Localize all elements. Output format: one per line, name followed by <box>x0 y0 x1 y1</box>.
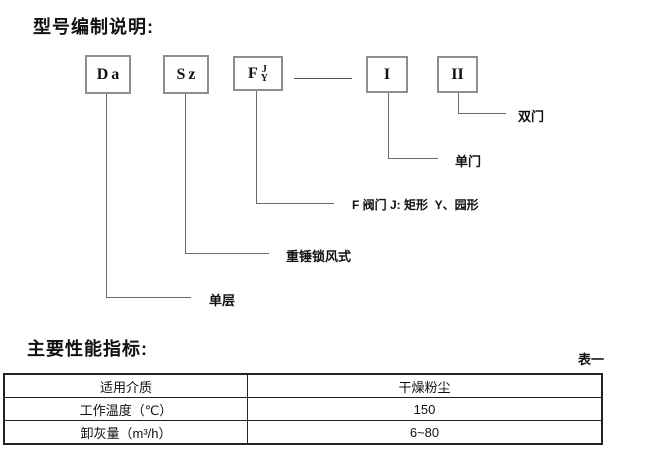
connector-line-f-to-one <box>294 78 352 79</box>
model-code-box-f: F J Y <box>233 56 283 91</box>
performance-table: 适用介质 干燥粉尘 工作温度（℃） 150 卸灰量（m³/h） 6~80 <box>3 373 603 445</box>
model-code-da: Da <box>96 65 123 83</box>
model-code-box-da: Da <box>85 55 131 94</box>
table-number-tag: 表一 <box>578 352 605 367</box>
table-cell-value: 干燥粉尘 <box>247 373 603 398</box>
leader-line-sz <box>185 94 269 254</box>
leader-line-f <box>256 91 334 204</box>
model-code-box-one: I <box>366 56 408 93</box>
leader-line-da <box>106 94 191 298</box>
model-code-two: II <box>451 65 464 83</box>
model-designation-title: 型号编制说明: <box>33 17 154 37</box>
model-code-one: I <box>383 65 391 83</box>
label-valve-shape-note: F 阀门 J: 矩形 Y、园形 <box>352 198 479 212</box>
table-row: 适用介质 干燥粉尘 <box>3 373 603 398</box>
table-cell-value: 6~80 <box>247 420 603 445</box>
model-code-sz: Sz <box>176 65 199 83</box>
label-single-layer: 单层 <box>209 293 236 308</box>
model-code-f-j: J <box>261 63 267 75</box>
table-cell-label: 工作温度（℃） <box>3 397 248 421</box>
table-row: 卸灰量（m³/h） 6~80 <box>3 420 603 445</box>
performance-section-title: 主要性能指标: <box>27 339 148 359</box>
table-cell-label: 卸灰量（m³/h） <box>3 420 248 445</box>
label-double-door: 双门 <box>518 109 545 124</box>
table-cell-value: 150 <box>247 397 603 421</box>
table-cell-label: 适用介质 <box>3 373 248 398</box>
model-code-f-y: Y <box>260 72 268 84</box>
model-code-f: F <box>247 64 258 82</box>
model-code-f-options: J Y <box>260 63 268 84</box>
label-hammer-lock-type: 重锤锁风式 <box>286 249 352 264</box>
leader-line-two <box>458 93 506 114</box>
model-code-box-sz: Sz <box>163 55 209 94</box>
label-single-door: 单门 <box>455 154 482 169</box>
leader-line-one <box>388 93 438 159</box>
table-row: 工作温度（℃） 150 <box>3 397 603 421</box>
model-code-box-two: II <box>437 56 478 93</box>
